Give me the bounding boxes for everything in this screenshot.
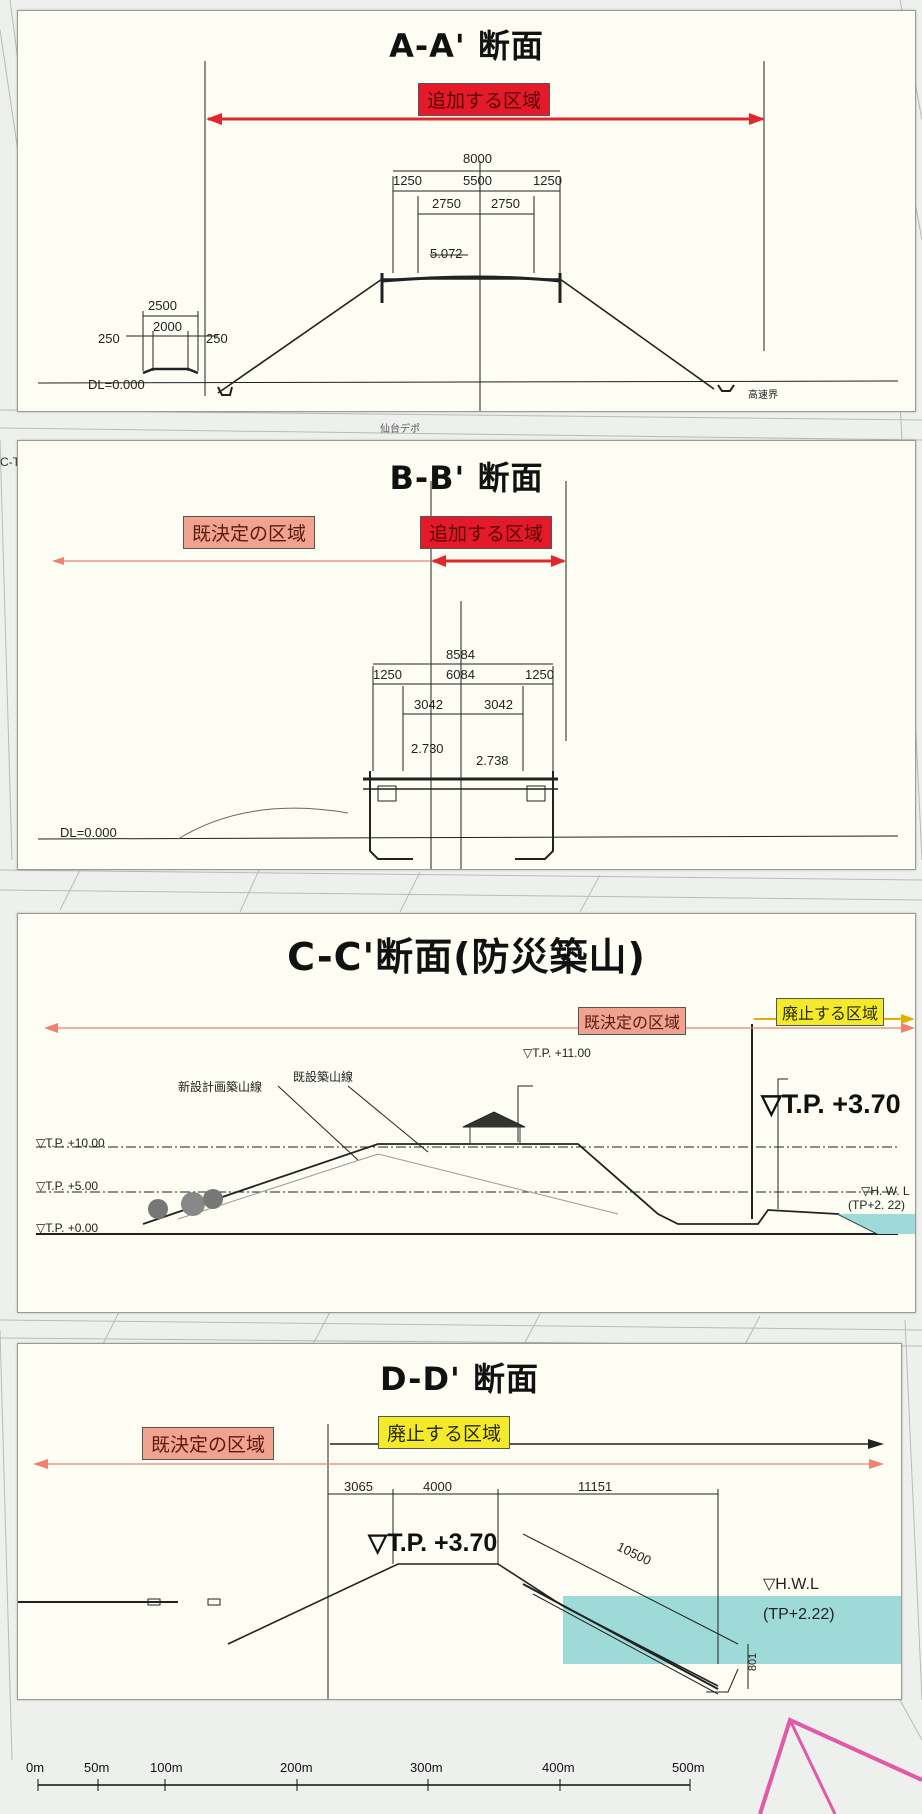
label-tp-11: ▽T.P. +11.00 (523, 1046, 591, 1060)
label-new-hill: 新設計画築山線 (178, 1080, 263, 1094)
scale-tick-50: 50m (84, 1760, 110, 1775)
dim-b-half-left: 3042 (414, 697, 443, 712)
section-d-abolish-tag: 廃止する区域 (378, 1416, 511, 1449)
dim-b-half-right: 3042 (484, 697, 513, 712)
section-b-existing-tag: 既決定の区域 (183, 516, 316, 549)
map-label-ct: C-T (0, 455, 20, 469)
dim-a-left-shoulder: 1250 (393, 173, 422, 188)
dim-d-a: 3065 (344, 1479, 373, 1494)
dim-a-height: 5.072 (430, 246, 463, 261)
scale-tick-100: 100m (150, 1760, 183, 1775)
section-c-existing-tag: 既決定の区域 (578, 1007, 687, 1035)
hwl-water-band (563, 1596, 901, 1664)
dim-d-b: 4000 (423, 1479, 452, 1494)
scale-tick-400: 400m (542, 1760, 575, 1775)
section-c-panel: C-C'断面(防災築山) 既決定の区域 廃止する区域 新設計画築山線 既設築山線… (17, 913, 916, 1313)
section-d-drawing (18, 1424, 901, 1699)
dim-a-side-left: 250 (98, 331, 120, 346)
label-tp-10: ▽T.P. +10.00 (36, 1136, 105, 1150)
dim-d-c: 11151 (578, 1479, 613, 1494)
section-b-datum: DL=0.000 (60, 825, 117, 840)
scale-tick-200: 200m (280, 1760, 313, 1775)
label-hwl-val-d: (TP+2.22) (763, 1606, 835, 1623)
dim-a-total: 8000 (463, 151, 492, 166)
dim-a-half-right: 2750 (491, 196, 520, 211)
section-a-panel: A-A' 断面 追加する区域 8000 1250 5500 1250 2750 … (17, 10, 916, 412)
label-hwl-d: ▽H.W.L (763, 1576, 819, 1593)
dim-d-depth: 801 (747, 1652, 760, 1672)
section-c-title: C-C'断面(防災築山) (287, 935, 646, 979)
label-tp-370-d: ▽T.P. +3.70 (368, 1529, 498, 1557)
label-tp-370-c: ▽T.P. +3.70 (761, 1089, 901, 1119)
dim-b-left-shoulder: 1250 (373, 667, 402, 682)
label-tp-0: ▽T.P. +0.00 (36, 1221, 99, 1235)
label-hwl-c: ▽H. W. L (861, 1184, 910, 1198)
dim-a-side-right: 250 (206, 331, 228, 346)
label-tp-5: ▽T.P. +5.00 (36, 1179, 99, 1193)
dim-b-mid: 6084 (446, 667, 475, 682)
section-a-title: A-A' 断面 (389, 27, 544, 65)
scale-bar: 0m 50m 100m 200m 300m 400m 500m (0, 1755, 922, 1814)
scale-tick-300: 300m (410, 1760, 443, 1775)
section-c-drawing (36, 1014, 915, 1235)
dim-a-side-mid: 2000 (153, 319, 182, 334)
section-b-title: B-B' 断面 (389, 459, 544, 497)
section-a-datum: DL=0.000 (88, 377, 145, 392)
section-a-add-tag: 追加する区域 (418, 83, 551, 116)
dim-a-side-total: 2500 (148, 298, 177, 313)
dim-a-half-left: 2750 (432, 196, 461, 211)
label-hwl-val-c: (TP+2. 22) (848, 1198, 906, 1212)
dim-b-right-shoulder: 1250 (525, 667, 554, 682)
section-c-abolish-tag: 廃止する区域 (776, 998, 885, 1026)
section-d-existing-tag: 既決定の区域 (142, 1427, 275, 1460)
scale-tick-0: 0m (26, 1760, 45, 1775)
section-a-right-note: 高速界 (748, 390, 778, 401)
dim-b-total: 8584 (446, 647, 475, 662)
dim-b-height-right: 2.738 (476, 753, 509, 768)
section-d-title: D-D' 断面 (380, 1360, 539, 1398)
section-a-drawing (37, 61, 899, 411)
dim-a-mid: 5500 (463, 173, 492, 188)
scale-tick-500: 500m (672, 1760, 705, 1775)
dim-b-height-left: 2.730 (411, 741, 444, 756)
section-b-panel: B-B' 断面 既決定の区域 追加する区域 8584 1250 6084 125… (17, 440, 916, 870)
section-b-add-tag: 追加する区域 (420, 516, 553, 549)
label-existing-hill: 既設築山線 (293, 1070, 354, 1084)
dim-a-right-shoulder: 1250 (533, 173, 562, 188)
section-d-panel: D-D' 断面 既決定の区域 廃止する区域 3065 4000 11151 10… (17, 1343, 902, 1700)
map-label-depot: 仙台デポ (380, 424, 420, 435)
